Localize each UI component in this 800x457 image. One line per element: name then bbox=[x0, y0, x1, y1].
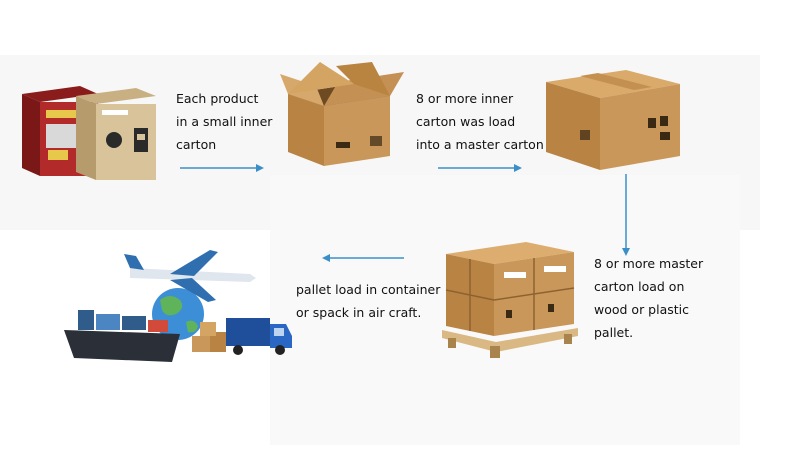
closed-carton-icon bbox=[546, 70, 680, 170]
arrow-step-4-to-5 bbox=[322, 254, 404, 262]
step-2-line-2: carton was load bbox=[416, 114, 516, 129]
step-4-line-1: pallet load in container bbox=[296, 282, 441, 297]
step-4-caption: pallet load in container or spack in air… bbox=[296, 278, 440, 324]
step-3-line-1: 8 or more master bbox=[594, 256, 704, 271]
step-3-line-3: wood or plastic bbox=[594, 302, 690, 317]
arrow-step-2-to-3 bbox=[438, 164, 522, 172]
step-4-line-2: or spack in air craft. bbox=[296, 305, 422, 320]
step-1-caption: Each product in a small inner carton bbox=[176, 87, 272, 156]
arrow-step-1-to-2 bbox=[180, 164, 264, 172]
step-3-line-2: carton load on bbox=[594, 279, 685, 294]
logistics-icon bbox=[64, 250, 292, 362]
open-carton-icon bbox=[280, 62, 404, 166]
step-3-line-4: pallet. bbox=[594, 325, 634, 340]
step-1-line-1: Each product bbox=[176, 91, 259, 106]
step-2-line-1: 8 or more inner bbox=[416, 91, 514, 106]
arrow-step-3-to-4 bbox=[622, 174, 630, 256]
step-2-caption: 8 or more inner carton was load into a m… bbox=[416, 87, 544, 156]
step-1-line-2: in a small inner bbox=[176, 114, 273, 129]
pallet-icon bbox=[442, 242, 578, 358]
step-3-caption: 8 or more master carton load on wood or … bbox=[594, 252, 703, 344]
product-box-icon bbox=[22, 86, 156, 180]
step-2-line-3: into a master carton bbox=[416, 137, 544, 152]
step-1-line-3: carton bbox=[176, 137, 217, 152]
